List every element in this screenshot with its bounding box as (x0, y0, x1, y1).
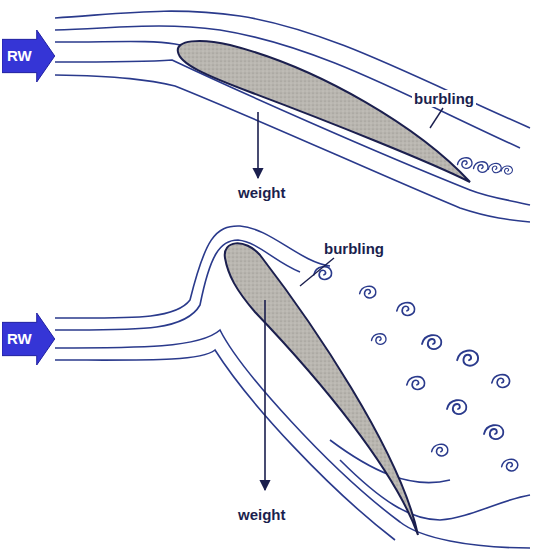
wind-label: RW (7, 330, 32, 348)
turbulence-top (458, 158, 513, 174)
force-label: weight (236, 184, 288, 201)
wind-label: RW (7, 47, 32, 65)
turbulence-bottom (314, 267, 518, 471)
streamlines-bottom (55, 226, 530, 548)
airfoil-stalled (225, 243, 418, 535)
leader-line (430, 108, 443, 128)
leader-line (300, 258, 334, 286)
weight-arrow (257, 112, 259, 178)
weight-arrow (264, 300, 266, 490)
streamlines-top (55, 11, 530, 222)
airfoil-normal (178, 41, 470, 182)
wind-arrow: RW (2, 313, 55, 365)
callout-label: burbling (322, 240, 386, 257)
force-label: weight (236, 506, 288, 523)
callout-label: burbling (412, 90, 476, 107)
wind-arrow: RW (2, 30, 55, 82)
